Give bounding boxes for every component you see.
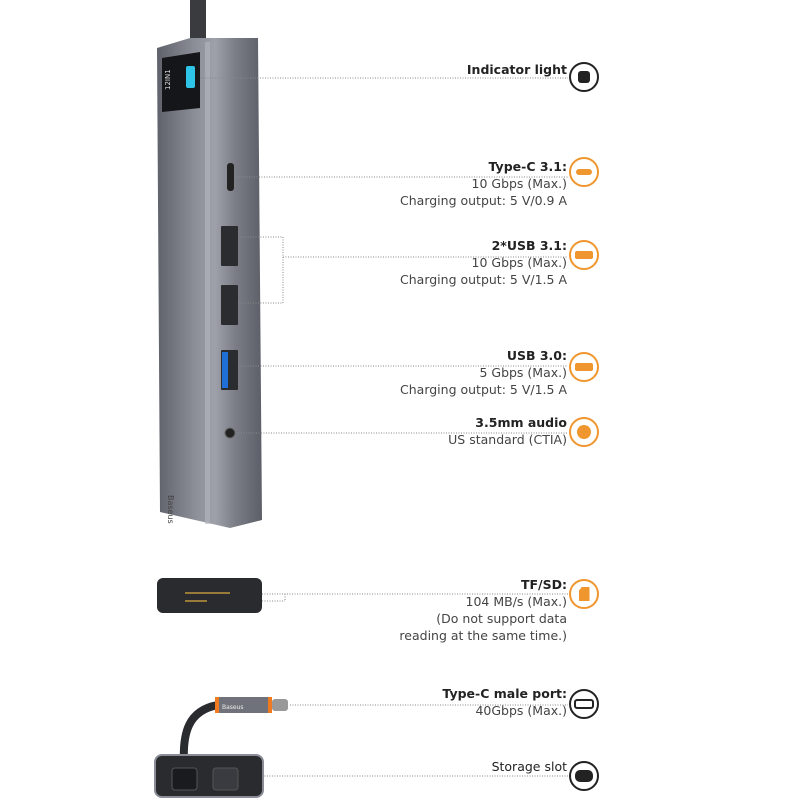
screen-label: 12IN1 [164,69,172,90]
callout-line: Charging output: 5 V/1.5 A [400,272,567,287]
callout-indicator-light: Indicator light [467,61,567,78]
port-usb31-a [221,226,238,266]
indicator-light-icon [569,62,599,92]
callout-line: 5 Gbps (Max.) [479,365,567,380]
callout-title: 3.5mm audio [475,415,567,430]
callout-usb31: 2*USB 3.1: 10 Gbps (Max.) Charging outpu… [400,237,567,288]
port-usb30 [222,352,228,388]
callout-line: Charging output: 5 V/0.9 A [400,193,567,208]
callout-line: 40Gbps (Max.) [475,703,567,718]
storage-base: Baseus [154,697,288,798]
callout-line: 104 MB/s (Max.) [465,594,567,609]
port-audio [224,427,236,439]
callout-title: TF/SD: [520,577,567,592]
port-typec [227,163,234,191]
usb-a-port-icon [569,240,599,270]
typec-connector-icon [569,689,599,719]
callout-title: Storage slot [491,759,567,774]
callout-line: 10 Gbps (Max.) [471,255,568,270]
hub-brand: Baseus [166,495,175,524]
audio-jack-icon [569,417,599,447]
hub: 12IN1 Baseus [157,0,262,528]
callout-line: (Do not support data [436,611,567,626]
callout-line: 10 Gbps (Max.) [471,176,568,191]
typec-port-icon [569,157,599,187]
indicator-light [186,66,195,88]
callout-tfsd: TF/SD: 104 MB/s (Max.) (Do not support d… [399,576,567,644]
hub-cable [190,0,206,45]
callout-line: reading at the same time.) [399,628,567,643]
card-reader [157,578,262,613]
cable-brand: Baseus [222,704,244,711]
callout-title: USB 3.0: [506,348,567,363]
callout-audio: 3.5mm audio US standard (CTIA) [448,414,567,448]
callout-title: Type-C 3.1: [488,159,567,174]
callout-usb30: USB 3.0: 5 Gbps (Max.) Charging output: … [400,347,567,398]
callout-line: US standard (CTIA) [448,432,567,447]
callout-title: 2*USB 3.1: [491,238,567,253]
callout-line: Charging output: 5 V/1.5 A [400,382,567,397]
callout-title: Type-C male port: [442,686,567,701]
callout-typec31: Type-C 3.1: 10 Gbps (Max.) Charging outp… [400,158,567,209]
callout-storage-slot: Storage slot [492,758,567,775]
sd-card-icon [569,579,599,609]
callout-title: Indicator light [466,62,567,77]
storage-slot-icon [569,761,599,791]
callout-typec-male: Type-C male port: 40Gbps (Max.) [442,685,567,719]
port-usb31-b [221,285,238,325]
leader-lines [200,77,568,777]
usb-a-port-icon [569,352,599,382]
